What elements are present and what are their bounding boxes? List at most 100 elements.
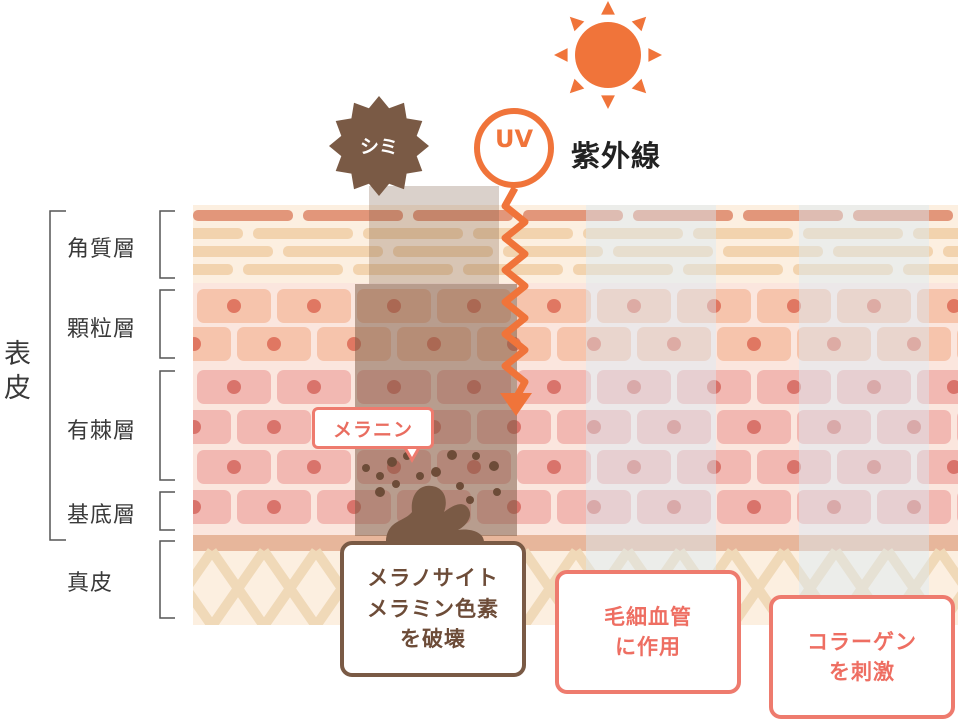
corneum-brick bbox=[573, 264, 673, 275]
cell-nucleus bbox=[867, 460, 881, 474]
spot-label: シミ bbox=[359, 136, 398, 158]
cell-nucleus bbox=[667, 500, 681, 514]
label-stratum-corneum: 角質層 bbox=[67, 237, 137, 262]
corneum-brick bbox=[943, 246, 958, 257]
corneum-brick bbox=[363, 228, 463, 239]
cell-nucleus bbox=[547, 460, 561, 474]
corneum-brick bbox=[393, 246, 493, 257]
cell-nucleus bbox=[307, 460, 321, 474]
cell-nucleus bbox=[707, 460, 721, 474]
epidermal-cell bbox=[917, 289, 958, 323]
spot-starburst-icon bbox=[329, 96, 429, 196]
corneum-brick bbox=[193, 246, 273, 257]
melanin-callout: メラニン bbox=[312, 407, 434, 449]
cell-nucleus bbox=[193, 500, 201, 514]
sun-ray bbox=[569, 78, 585, 94]
sun-icon bbox=[554, 1, 662, 109]
collagen-fiber bbox=[193, 589, 217, 625]
corneum-brick bbox=[243, 264, 343, 275]
cell-nucleus bbox=[747, 420, 761, 434]
corneum-brick bbox=[193, 210, 293, 221]
melanin-granule bbox=[392, 480, 400, 488]
melanin-granule bbox=[375, 487, 385, 497]
collagen-fiber bbox=[935, 548, 958, 586]
cell-nucleus bbox=[667, 337, 681, 351]
corneum-brick bbox=[723, 246, 823, 257]
corneum-brick bbox=[473, 228, 573, 239]
corneum-brick bbox=[913, 228, 958, 239]
cell-nucleus bbox=[627, 299, 641, 313]
cell-nucleus bbox=[867, 380, 881, 394]
melanin-granule bbox=[387, 457, 397, 467]
melanin-granule bbox=[493, 488, 501, 496]
uv-ray-arrow bbox=[501, 186, 529, 400]
melanin-granule bbox=[466, 496, 474, 504]
collagen-fiber bbox=[193, 548, 217, 588]
sun-disc bbox=[575, 22, 641, 88]
stratum-corneum-layer bbox=[193, 205, 958, 283]
epidermal-cell bbox=[917, 370, 958, 404]
melanin-granule bbox=[416, 472, 424, 480]
corneum-brick bbox=[583, 228, 683, 239]
cell-nucleus bbox=[587, 500, 601, 514]
epidermal-cell bbox=[193, 490, 231, 524]
cell-nucleus bbox=[307, 299, 321, 313]
melanin-granule bbox=[376, 472, 384, 480]
collagen-fiber bbox=[519, 548, 581, 625]
sun-ray bbox=[631, 16, 647, 32]
label-epidermis: 表 皮 bbox=[4, 339, 31, 404]
corneum-brick bbox=[193, 228, 243, 239]
cell-nucleus bbox=[787, 299, 801, 313]
cell-nucleus bbox=[193, 337, 201, 351]
corneum-brick bbox=[803, 228, 903, 239]
melanin-granule bbox=[362, 464, 370, 472]
capillary-effect-column bbox=[586, 205, 716, 606]
sun-ray bbox=[631, 78, 647, 94]
cell-nucleus bbox=[667, 420, 681, 434]
uv-label: 紫外線 bbox=[571, 139, 662, 173]
cell-nucleus bbox=[267, 500, 281, 514]
cell-nucleus bbox=[267, 420, 281, 434]
corneum-brick bbox=[523, 210, 623, 221]
cell-nucleus bbox=[747, 337, 761, 351]
cell-nucleus bbox=[947, 380, 958, 394]
cell-nucleus bbox=[947, 460, 958, 474]
cell-nucleus bbox=[827, 337, 841, 351]
sun-ray bbox=[601, 95, 615, 109]
cell-nucleus bbox=[627, 460, 641, 474]
sun-ray bbox=[648, 48, 662, 62]
cell-nucleus bbox=[827, 420, 841, 434]
corneum-brick bbox=[833, 246, 933, 257]
label-stratum-spinosum: 有棘層 bbox=[67, 419, 137, 444]
label-stratum-basale: 基底層 bbox=[67, 503, 137, 528]
corneum-brick bbox=[283, 246, 383, 257]
melanin-granule bbox=[447, 450, 457, 460]
sun-ray bbox=[554, 48, 568, 62]
label-dermis: 真皮 bbox=[67, 571, 114, 596]
melanin-callout-pointer bbox=[402, 445, 422, 464]
corneum-brick bbox=[793, 264, 893, 275]
epidermal-cell bbox=[917, 450, 958, 484]
label-stratum-granulosum: 顆粒層 bbox=[67, 317, 137, 342]
corneum-brick bbox=[463, 264, 563, 275]
corneum-brick bbox=[303, 210, 403, 221]
cell-nucleus bbox=[627, 380, 641, 394]
cell-nucleus bbox=[907, 500, 921, 514]
uv-ray-arrowhead bbox=[500, 393, 532, 416]
collagen-effect-box: コラーゲン を刺激 bbox=[769, 595, 955, 719]
cell-nucleus bbox=[747, 500, 761, 514]
cell-nucleus bbox=[307, 380, 321, 394]
cell-nucleus bbox=[193, 420, 201, 434]
sun-ray bbox=[601, 1, 615, 15]
cell-nucleus bbox=[707, 380, 721, 394]
melanin-column bbox=[355, 186, 517, 536]
cell-nucleus bbox=[907, 337, 921, 351]
corneum-brick bbox=[903, 264, 958, 275]
uv-badge-circle bbox=[474, 108, 554, 188]
layer-brackets bbox=[49, 210, 175, 619]
collagen-fiber bbox=[259, 548, 321, 625]
cell-nucleus bbox=[547, 299, 561, 313]
uv-badge-text: UV bbox=[494, 125, 534, 153]
cell-nucleus bbox=[587, 337, 601, 351]
corneum-brick bbox=[413, 210, 513, 221]
